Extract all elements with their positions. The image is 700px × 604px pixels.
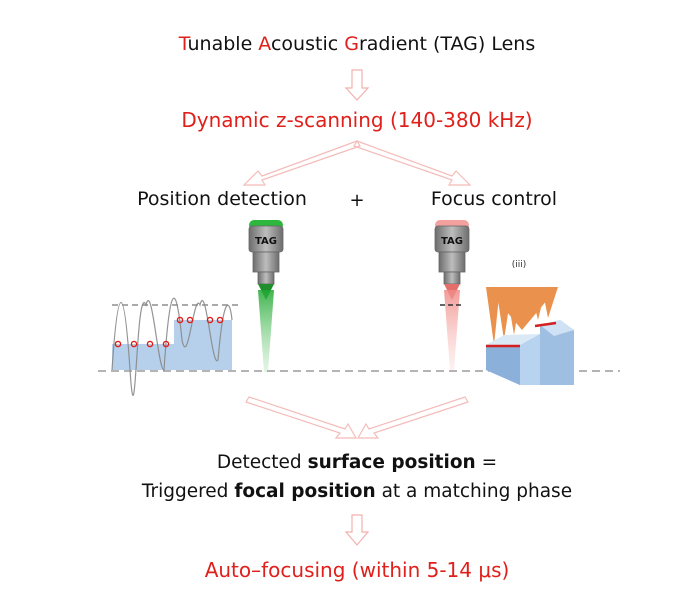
- result-line-1-pre: Detected: [216, 452, 308, 473]
- arrow-split: [242, 140, 472, 186]
- result-line-1: Detected surface position =: [217, 452, 497, 473]
- title-part-unable: unable: [187, 33, 259, 55]
- right-lens-label: TAG: [441, 236, 463, 247]
- arrow-merge: [245, 396, 469, 439]
- result-line-2-bold: focal position: [234, 481, 376, 502]
- result-line-2: Triggered focal position at a matching p…: [142, 481, 572, 502]
- arrow-result-to-autofocus: [344, 514, 370, 546]
- arrow-title-to-scanning: [344, 69, 370, 101]
- focus-control-label: Focus control: [430, 188, 558, 210]
- position-detection-plot: [111, 297, 240, 396]
- title-part-radient: radient (TAG) Lens: [358, 33, 536, 55]
- focus-control-panel: [486, 287, 574, 385]
- result-line-1-bold: surface position: [307, 452, 476, 473]
- result-line-1-post: =: [475, 452, 498, 473]
- position-detection-label: Position detection: [137, 188, 307, 210]
- left-tag-lens: [248, 220, 284, 372]
- title-initial-t: T: [178, 33, 188, 55]
- title-part-coustic: coustic: [270, 33, 345, 55]
- right-tag-lens: [434, 220, 470, 370]
- result-line-2-pre: Triggered: [141, 481, 235, 502]
- title-initial-g: G: [344, 33, 359, 55]
- autofocusing-label: Auto–focusing (within 5-14 μs): [204, 558, 510, 582]
- scanning-label: Dynamic z-scanning (140-380 kHz): [181, 108, 533, 132]
- left-lens-label: TAG: [255, 236, 277, 247]
- diagram-title: Tunable Acoustic Gradient (TAG) Lens: [179, 33, 535, 55]
- panel-tag-iii: (iii): [512, 260, 527, 270]
- plus-sign: +: [349, 190, 365, 211]
- result-line-2-post: at a matching phase: [375, 481, 573, 502]
- title-initial-a: A: [258, 33, 271, 55]
